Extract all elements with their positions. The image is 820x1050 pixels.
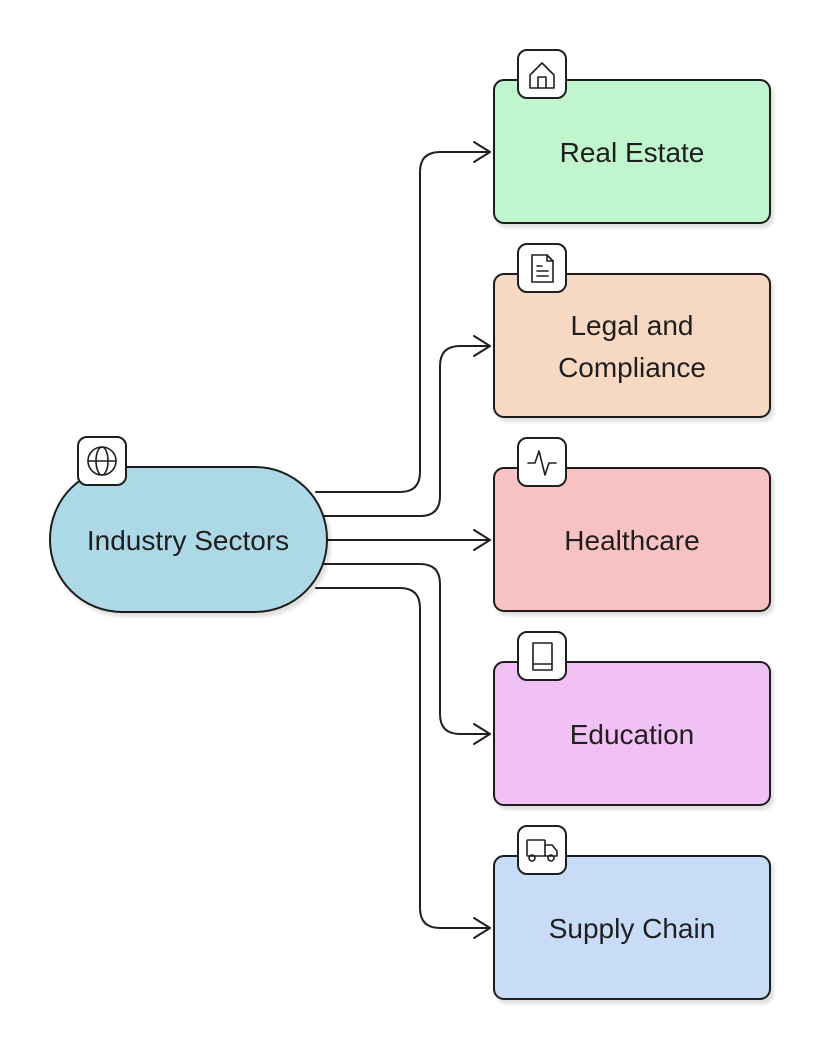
node-real-estate-shape — [493, 79, 771, 224]
label-line: Compliance — [558, 352, 706, 383]
node-supply-chain[interactable]: Supply Chain — [493, 825, 771, 1000]
label-line: Education — [570, 719, 695, 750]
node-education[interactable]: Education — [493, 631, 771, 806]
connector-legal-compliance — [323, 345, 489, 517]
node-real-estate-label: Real Estate — [560, 137, 705, 168]
label-line: Supply Chain — [549, 913, 716, 944]
truck-icon — [517, 825, 567, 875]
label-line: Healthcare — [564, 525, 699, 556]
node-supply-chain-shape — [493, 855, 771, 1000]
arrowhead-supply-chain — [473, 917, 491, 939]
label-line: Industry Sectors — [87, 525, 289, 556]
arrowhead-legal-compliance — [473, 335, 491, 357]
node-healthcare-shape — [493, 467, 771, 612]
arrowhead-healthcare — [473, 529, 491, 551]
root-node[interactable]: Industry Sectors — [49, 436, 328, 613]
connector-real-estate — [315, 151, 489, 493]
node-healthcare[interactable]: Healthcare — [493, 437, 771, 612]
globe-icon — [77, 436, 127, 486]
node-education-shape — [493, 661, 771, 806]
connector-group — [315, 141, 491, 939]
node-supply-chain-label: Supply Chain — [549, 913, 716, 944]
node-real-estate[interactable]: Real Estate — [493, 49, 771, 224]
connector-supply-chain — [315, 587, 489, 929]
label-line: Real Estate — [560, 137, 705, 168]
node-healthcare-label: Healthcare — [564, 525, 699, 556]
arrowhead-education — [473, 723, 491, 745]
book-icon — [517, 631, 567, 681]
root-node-label: Industry Sectors — [87, 525, 289, 556]
document-icon — [517, 243, 567, 293]
label-line: Legal and — [570, 310, 693, 341]
arrowhead-real-estate — [473, 141, 491, 163]
node-legal-compliance-shape — [493, 273, 771, 418]
home-icon — [517, 49, 567, 99]
node-education-label: Education — [570, 719, 695, 750]
pulse-icon — [517, 437, 567, 487]
root-node-shape — [49, 466, 328, 613]
connector-education — [323, 563, 489, 735]
